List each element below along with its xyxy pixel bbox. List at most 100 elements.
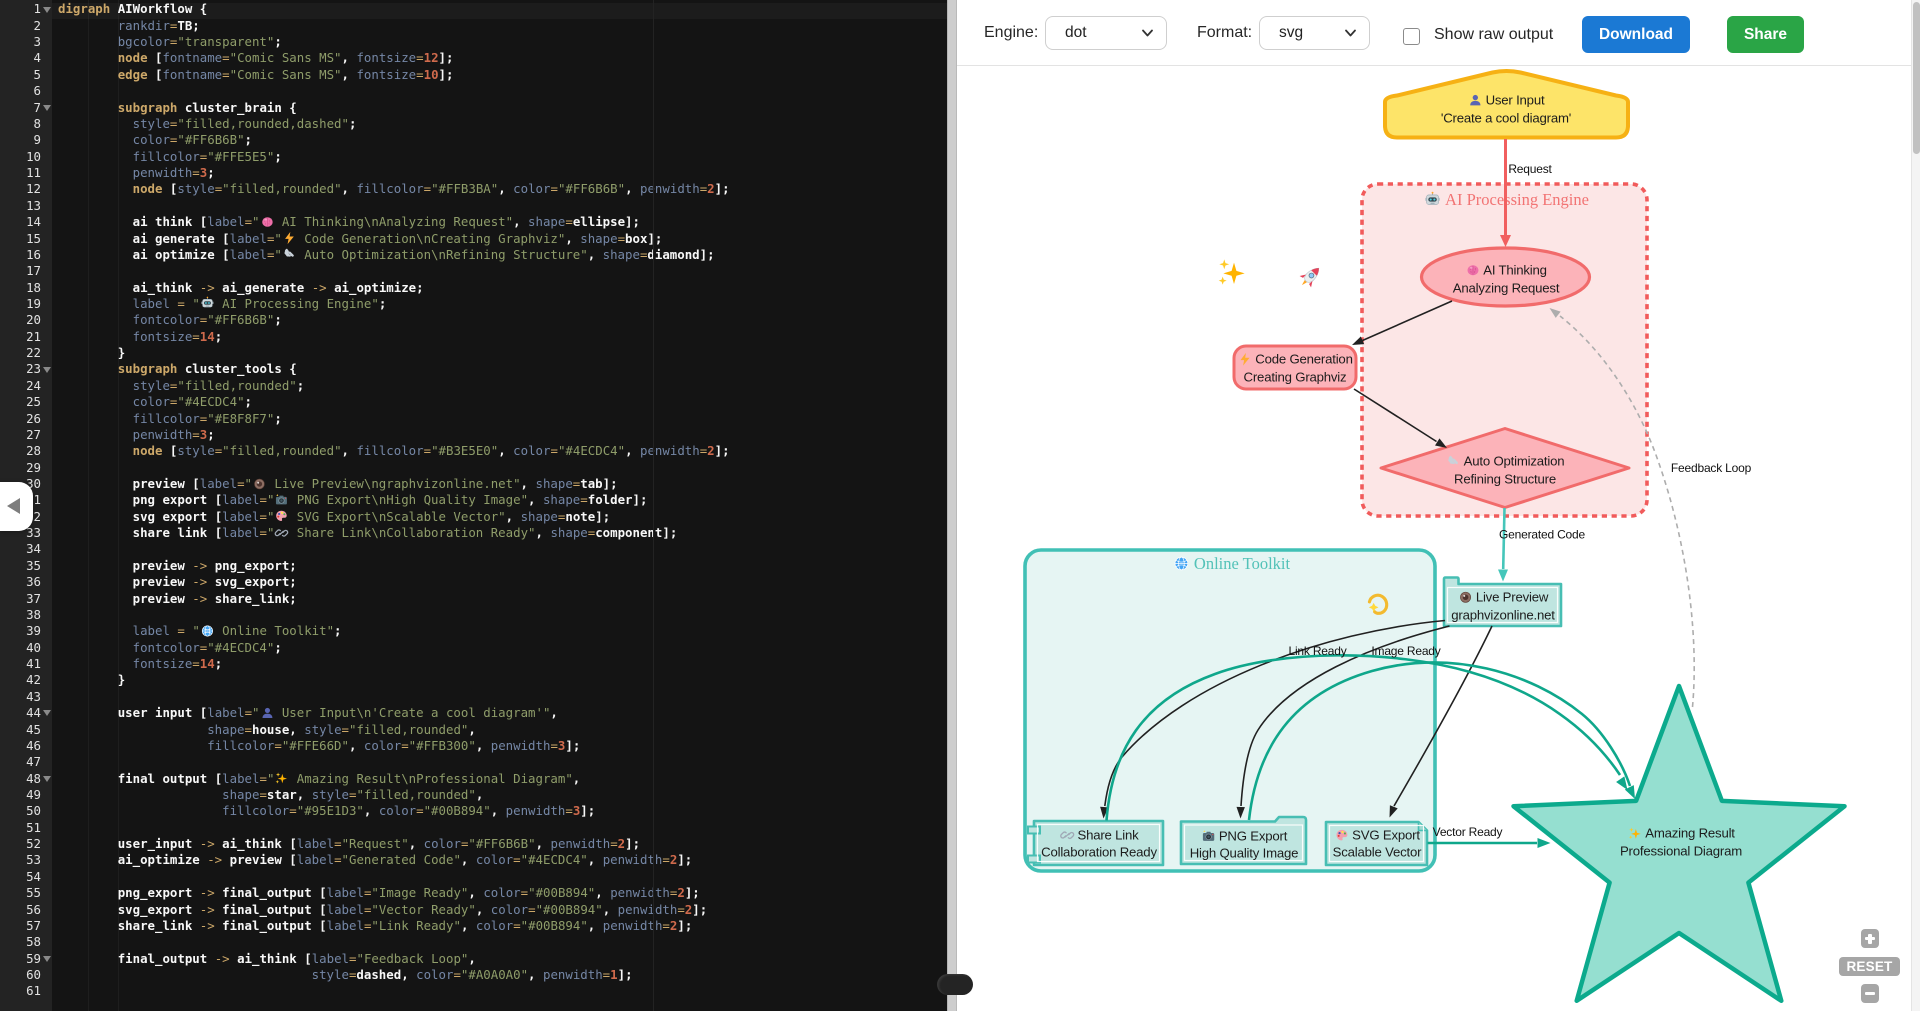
code-line[interactable]: style="filled,rounded,dashed"; (132, 115, 357, 131)
line-number: 28 (26, 443, 41, 459)
code-line[interactable]: user_input -> ai_think [label="Request",… (117, 836, 641, 852)
code-line[interactable]: preview -> png_export; (132, 557, 297, 573)
chevron-down-icon (1345, 29, 1356, 37)
code-line[interactable]: share link [label=" Share Link\nCollabor… (132, 525, 678, 541)
editor-print-margin (653, 0, 654, 1011)
code-line[interactable]: digraph AIWorkflow { (58, 1, 208, 17)
line-number: 22 (26, 345, 41, 361)
code-line[interactable]: ai_think -> ai_generate -> ai_optimize; (132, 279, 424, 295)
edge-live-preview-to-svg-export (1389, 625, 1493, 818)
code-line[interactable]: fontsize=14; (132, 328, 223, 344)
code-line[interactable]: ai generate [label=" Code Generation\nCr… (132, 230, 663, 246)
line-number: 3 (33, 34, 41, 50)
line-number: 45 (26, 721, 41, 737)
code-line[interactable]: color="#4ECDC4"; (132, 394, 252, 410)
zoom-out-button[interactable] (1861, 984, 1879, 1003)
split-divider[interactable] (947, 0, 957, 1011)
code-line[interactable]: final_output -> ai_think [label="Feedbac… (117, 950, 476, 966)
scrollbar-thumb[interactable] (1913, 2, 1920, 154)
edge-share-link-to-amazing-result (1105, 654, 1628, 821)
code-line[interactable]: svg_export -> final_output [label="Vecto… (117, 901, 708, 917)
code-line[interactable]: label = " AI Processing Engine"; (132, 295, 387, 311)
code-line[interactable]: fillcolor="#95E1D3", color="#00B894", pe… (222, 803, 596, 819)
code-line[interactable]: label = " Online Toolkit"; (132, 623, 342, 639)
code-line[interactable]: node [style="filled,rounded", fillcolor=… (132, 181, 730, 197)
code-line[interactable]: bgcolor="transparent"; (117, 34, 282, 50)
code-line[interactable]: final output [label=" Amazing Result\nPr… (117, 770, 581, 786)
zoom-in-button[interactable] (1861, 929, 1879, 948)
code-line[interactable]: fontsize=14; (132, 656, 223, 672)
editor-collapse-button[interactable] (0, 482, 33, 531)
code-line[interactable]: preview -> svg_export; (132, 574, 297, 590)
code-line[interactable]: } (117, 345, 126, 361)
arrowhead-icon (1236, 806, 1245, 819)
share-button[interactable]: Share (1727, 16, 1804, 53)
code-line[interactable]: share_link -> final_output [label="Link … (117, 917, 693, 933)
dot-code-editor[interactable]: digraph AIWorkflow { rankdir=TB; bgcolor… (0, 0, 947, 1011)
engine-select[interactable]: dot (1045, 16, 1167, 50)
zoom-reset-button[interactable]: RESET (1839, 956, 1900, 976)
code-line[interactable]: edge [fontname="Comic Sans MS", fontsize… (117, 66, 454, 82)
fold-widget[interactable] (43, 955, 51, 962)
code-line[interactable]: preview -> share_link; (132, 590, 297, 606)
editor-code-area: digraph AIWorkflow { rankdir=TB; bgcolor… (0, 0, 947, 1011)
code-line[interactable]: fillcolor="#FFE5E5"; (132, 148, 282, 164)
line-number: 25 (26, 394, 41, 410)
code-line[interactable]: penwidth=3; (132, 165, 215, 181)
cluster-title: Online Toolkit (1194, 554, 1291, 573)
code-line[interactable]: style="filled,rounded"; (132, 377, 305, 393)
code-line[interactable]: preview [label=" Live Preview\ngraphvizo… (132, 476, 618, 491)
code-line[interactable]: fontcolor="#FF6B6B"; (132, 312, 282, 328)
code-line[interactable]: png_export -> final_output [label="Image… (117, 885, 700, 901)
code-line[interactable]: fillcolor="#FFE66D", color="#FFB300", pe… (207, 737, 581, 753)
code-line[interactable]: ai_optimize -> preview [label="Generated… (117, 852, 693, 868)
line-number: 26 (26, 410, 41, 426)
code-line[interactable]: subgraph cluster_tools { (117, 361, 297, 377)
code-line[interactable]: } (117, 672, 126, 688)
node-label: Code Generation (1255, 352, 1352, 367)
edge-label: Generated Code (1499, 528, 1585, 542)
code-line[interactable]: png export [label=" PNG Export\nHigh Qua… (132, 492, 648, 508)
code-line[interactable]: fillcolor="#E8F8F7"; (132, 410, 282, 426)
code-line[interactable]: svg export [label=" SVG Export\nScalable… (132, 508, 611, 524)
code-line[interactable]: shape=star, style="filled,rounded", (222, 786, 484, 802)
divider-handle[interactable] (937, 974, 973, 995)
code-line[interactable]: rankdir=TB; (117, 17, 200, 33)
line-number: 20 (26, 312, 41, 328)
edge-label: Request (1508, 162, 1552, 176)
code-line[interactable]: penwidth=3; (132, 426, 215, 442)
code-line[interactable]: shape=house, style="filled,rounded", (207, 721, 476, 737)
edge-auto-optimization-to-live-preview (1498, 507, 1508, 582)
fold-widget[interactable] (43, 775, 51, 782)
fold-widget[interactable] (43, 104, 51, 111)
format-select[interactable]: svg (1259, 16, 1370, 50)
show-raw-output-checkbox[interactable] (1403, 28, 1420, 45)
code-line[interactable]: node [style="filled,rounded", fillcolor=… (132, 443, 730, 459)
arrowhead-icon (1435, 438, 1447, 448)
fold-widget[interactable] (43, 6, 51, 13)
code-line[interactable]: subgraph cluster_brain { (117, 99, 297, 115)
code-line[interactable]: fontcolor="#4ECDC4"; (132, 639, 282, 655)
code-line[interactable]: node [fontname="Comic Sans MS", fontsize… (117, 50, 454, 66)
preview-scrollbar[interactable] (1911, 0, 1920, 1011)
node-user-input[interactable]: User Input'Create a cool diagram' (1383, 69, 1630, 140)
code-line[interactable]: ai think [label=" AI Thinking\nAnalyzing… (132, 214, 640, 230)
code-line[interactable]: user input [label=" User Input\n'Create … (117, 705, 558, 721)
node-label: Amazing Result (1645, 826, 1735, 841)
code-line[interactable]: ai optimize [label=" Auto Optimization\n… (132, 246, 715, 262)
code-line[interactable]: style=dashed, color="#A0A0A0", penwidth=… (311, 966, 633, 982)
fold-widget[interactable] (43, 710, 51, 717)
download-button[interactable]: Download (1582, 16, 1690, 53)
line-number: 21 (26, 328, 41, 344)
fold-widget[interactable] (43, 366, 51, 373)
code-line[interactable]: color="#FF6B6B"; (132, 132, 252, 148)
